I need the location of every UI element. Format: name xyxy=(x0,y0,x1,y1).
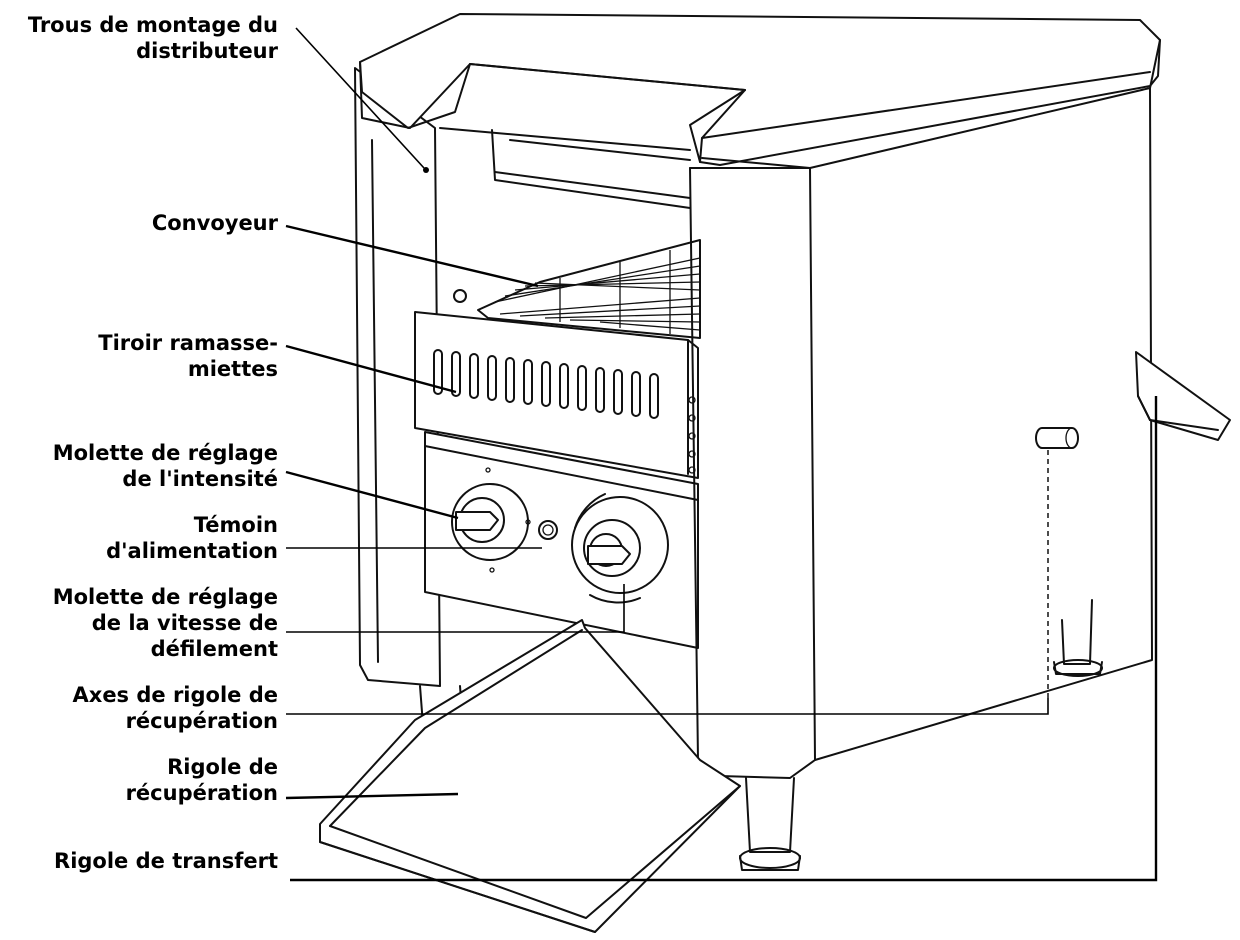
leader-molette-intensite xyxy=(285,470,459,520)
leader-convoyeur xyxy=(285,224,539,288)
top-lid xyxy=(359,13,1161,166)
label-molette-intensite: Molette de réglage de l'intensité xyxy=(52,441,278,491)
label-axes-rigole: Axes de rigole de récupération xyxy=(72,683,278,733)
label-temoin-alimentation: Témoin d'alimentation xyxy=(106,513,278,563)
leader-axes xyxy=(286,698,1049,715)
label-rigole-recuperation: Rigole de récupération xyxy=(125,755,278,805)
mounting-hole xyxy=(423,167,429,173)
label-molette-vitesse: Molette de réglage de la vitesse de défi… xyxy=(52,585,278,661)
leader-rigole-recuperation xyxy=(285,792,459,800)
label-trous-de-montage: Trous de montage du distributeur xyxy=(27,13,278,63)
leader-lines xyxy=(285,27,1158,882)
crumb-tray xyxy=(414,311,699,479)
label-rigole-transfert: Rigole de transfert xyxy=(54,849,278,873)
control-panel xyxy=(424,431,699,649)
inner-opening xyxy=(439,127,691,209)
leader-trous xyxy=(295,27,425,169)
transfer-chute xyxy=(1135,351,1231,441)
right-body xyxy=(689,39,1161,871)
label-convoyeur: Convoyeur xyxy=(151,211,278,235)
conveyor-belt xyxy=(453,239,701,339)
leader-molette-vitesse xyxy=(286,584,625,633)
catch-tray xyxy=(319,619,741,933)
leader-tiroir xyxy=(285,344,457,394)
label-tiroir-ramasse-miettes: Tiroir ramasse- miettes xyxy=(98,331,278,381)
leader-rigole-transfert xyxy=(290,396,1158,882)
crumb-tray-slots xyxy=(433,349,659,419)
